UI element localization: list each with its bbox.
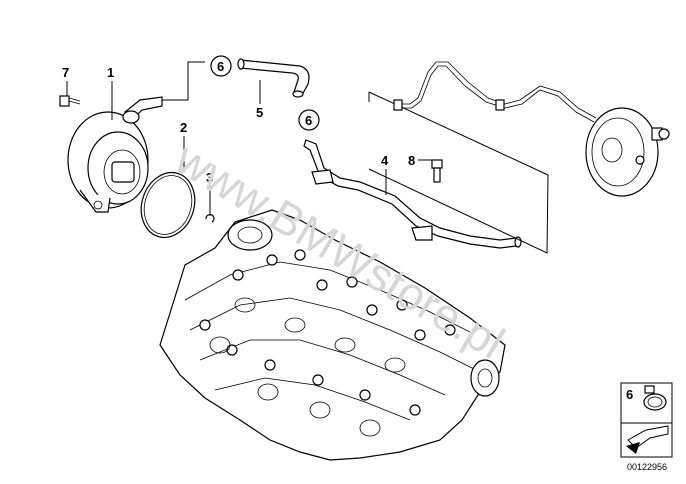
callout-3: 3 (206, 170, 213, 185)
callout-4: 4 (381, 153, 389, 168)
bolt-8 (431, 159, 443, 183)
legend-number: 6 (626, 387, 633, 402)
callout-6a: 6 (217, 59, 224, 74)
drawing-number: 00122956 (627, 462, 667, 472)
callout-7: 7 (62, 65, 69, 80)
screw-7 (59, 95, 81, 107)
vacuum-hose-5 (237, 58, 310, 98)
head-bolts (199, 249, 456, 416)
brake-booster (585, 107, 670, 197)
o-ring-2 (140, 172, 196, 238)
cylinder-head (159, 209, 506, 461)
legend-hose-clamp: 6 (620, 382, 673, 424)
callout-6b: 6 (305, 113, 312, 128)
callout-8: 8 (408, 153, 415, 168)
vacuum-pump (67, 96, 163, 213)
callout-6-circle-b (298, 109, 320, 131)
callout-2: 2 (180, 120, 187, 135)
callout-1: 1 (107, 65, 114, 80)
clip-3 (205, 213, 215, 223)
head-ports (209, 297, 406, 437)
hose-clamp-icon (643, 385, 667, 411)
callout-5: 5 (256, 105, 263, 120)
callout-6-circle-a (210, 55, 232, 77)
callouts: 7 1 2 3 6 5 6 4 8 (62, 55, 432, 216)
legend-arrow (620, 422, 673, 458)
